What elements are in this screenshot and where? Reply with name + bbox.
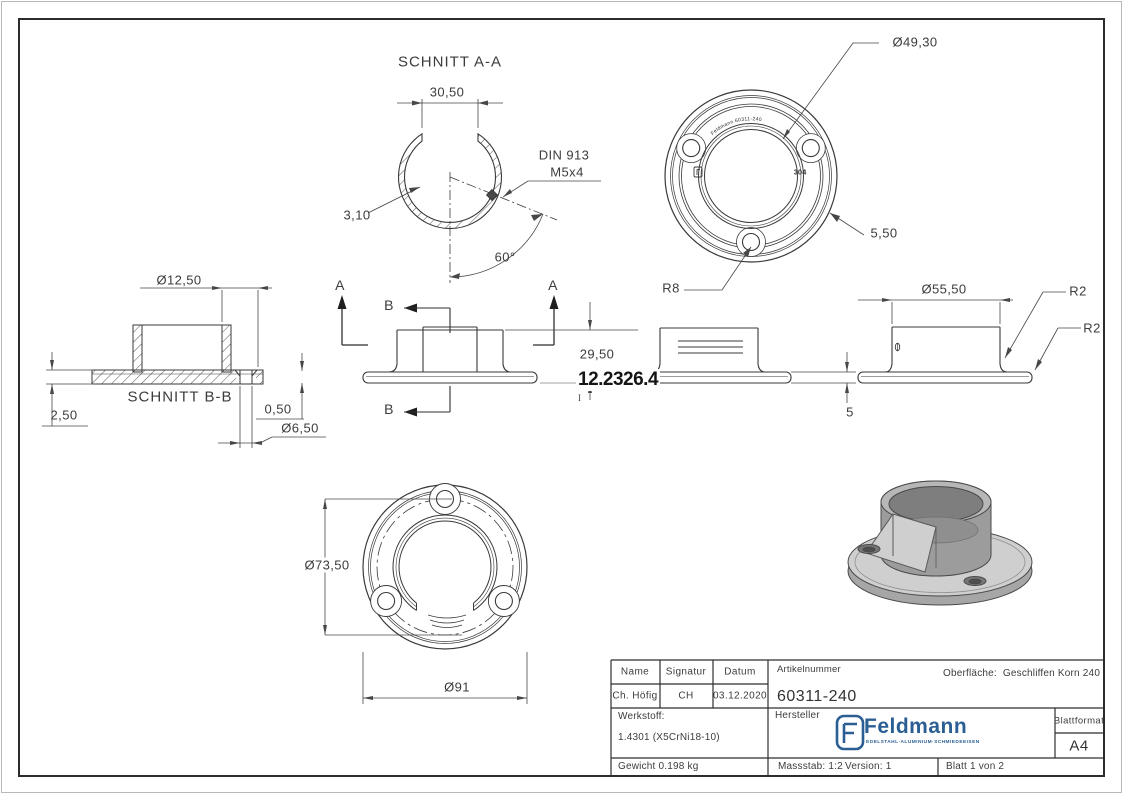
section-marker-b-bottom: B	[384, 401, 394, 417]
feldmann-logo-tagline: EDELSTAHL·ALUMINIUM·SCHMIEDEEISEN	[866, 740, 980, 745]
dim-lip: 0,50	[264, 401, 292, 417]
dim-outer-diameter: Ø91	[442, 679, 472, 695]
tb-blattformat-value: A4	[1069, 737, 1089, 755]
dim-hole: Ø6,50	[281, 420, 319, 436]
title-block-grid	[610, 659, 1104, 776]
note-din: DIN 913	[538, 147, 590, 163]
dim-gap-width: 30,50	[429, 84, 465, 100]
tb-oberflaeche: Oberfläche: Geschliffen Korn 240	[943, 668, 1100, 679]
stamp-tick: I	[578, 393, 581, 403]
note-thread: M5x4	[550, 164, 584, 180]
tb-massstab: Massstab: 1:2	[778, 761, 843, 772]
view-section-bb	[42, 286, 326, 448]
view-elevation-side	[626, 327, 856, 403]
tb-signatur-label: Signatur	[665, 666, 707, 678]
section-aa-title: SCHNITT A-A	[397, 53, 503, 71]
tb-name-label: Name	[620, 666, 650, 678]
emboss-arc-text: Feldmann 60311-240	[710, 116, 762, 136]
tb-blattformat-label: Blattformat	[1053, 715, 1105, 727]
dim-rim: 5,50	[870, 225, 898, 241]
tb-datum-label: Datum	[724, 666, 756, 678]
tb-oberflaeche-value: Geschliffen Korn 240	[1002, 668, 1101, 679]
dim-bore: Ø49,30	[892, 34, 938, 50]
render-3d	[847, 480, 1033, 606]
section-marker-a-left: A	[335, 277, 345, 293]
dim-countersink: Ø12,50	[156, 272, 202, 288]
view-elevation-right	[857, 291, 1081, 384]
section-marker-a-right: A	[548, 277, 558, 293]
tb-gewicht: Gewicht 0.198 kg	[618, 761, 699, 772]
tb-name-value: Ch. Höfig	[612, 690, 658, 702]
tb-hersteller-label: Hersteller	[775, 710, 820, 721]
feldmann-logo-text: Feldmann	[864, 715, 968, 738]
tb-artikelnummer-label: Artikelnummer	[777, 664, 841, 675]
dim-angle: 60°	[494, 249, 516, 265]
view-section-aa	[367, 99, 601, 283]
dim-fillet-top: R2	[1069, 283, 1087, 299]
feldmann-logo-icon	[835, 714, 865, 751]
tb-oberflaeche-label: Oberfläche:	[943, 668, 997, 679]
tb-werkstoff-label: Werkstoff:	[618, 711, 665, 722]
tb-blatt: Blatt 1 von 2	[946, 761, 1005, 772]
section-marker-b-top: B	[384, 297, 394, 313]
view-front	[323, 483, 528, 704]
dim-notch-radius: R8	[662, 280, 680, 296]
dim-plate-thickness: 2,50	[50, 407, 78, 423]
dim-wall-thickness: 3,10	[343, 207, 371, 223]
section-bb-title: SCHNITT B-B	[127, 388, 233, 406]
tb-artikelnummer-value: 60311-240	[777, 688, 857, 705]
dim-plate-side: 5	[846, 404, 854, 420]
stamp-text: 12.2326.4	[576, 369, 661, 391]
tb-datum-value: 03.12.2020	[712, 690, 768, 702]
dim-fillet-edge: R2	[1083, 320, 1101, 336]
view-back: Feldmann 60311-240	[664, 42, 879, 291]
dim-cylinder: Ø55,50	[921, 281, 967, 297]
emboss-grade: 304	[793, 167, 807, 177]
svg-text:Feldmann 60311-240: Feldmann 60311-240	[710, 116, 762, 136]
tb-signatur-value: CH	[678, 690, 694, 702]
tb-version: Version: 1	[845, 761, 892, 772]
dim-bolt-circle: Ø73,50	[302, 557, 352, 573]
tb-werkstoff-value: 1.4301 (X5CrNi18-10)	[618, 732, 720, 743]
dim-height: 29,50	[579, 346, 615, 362]
